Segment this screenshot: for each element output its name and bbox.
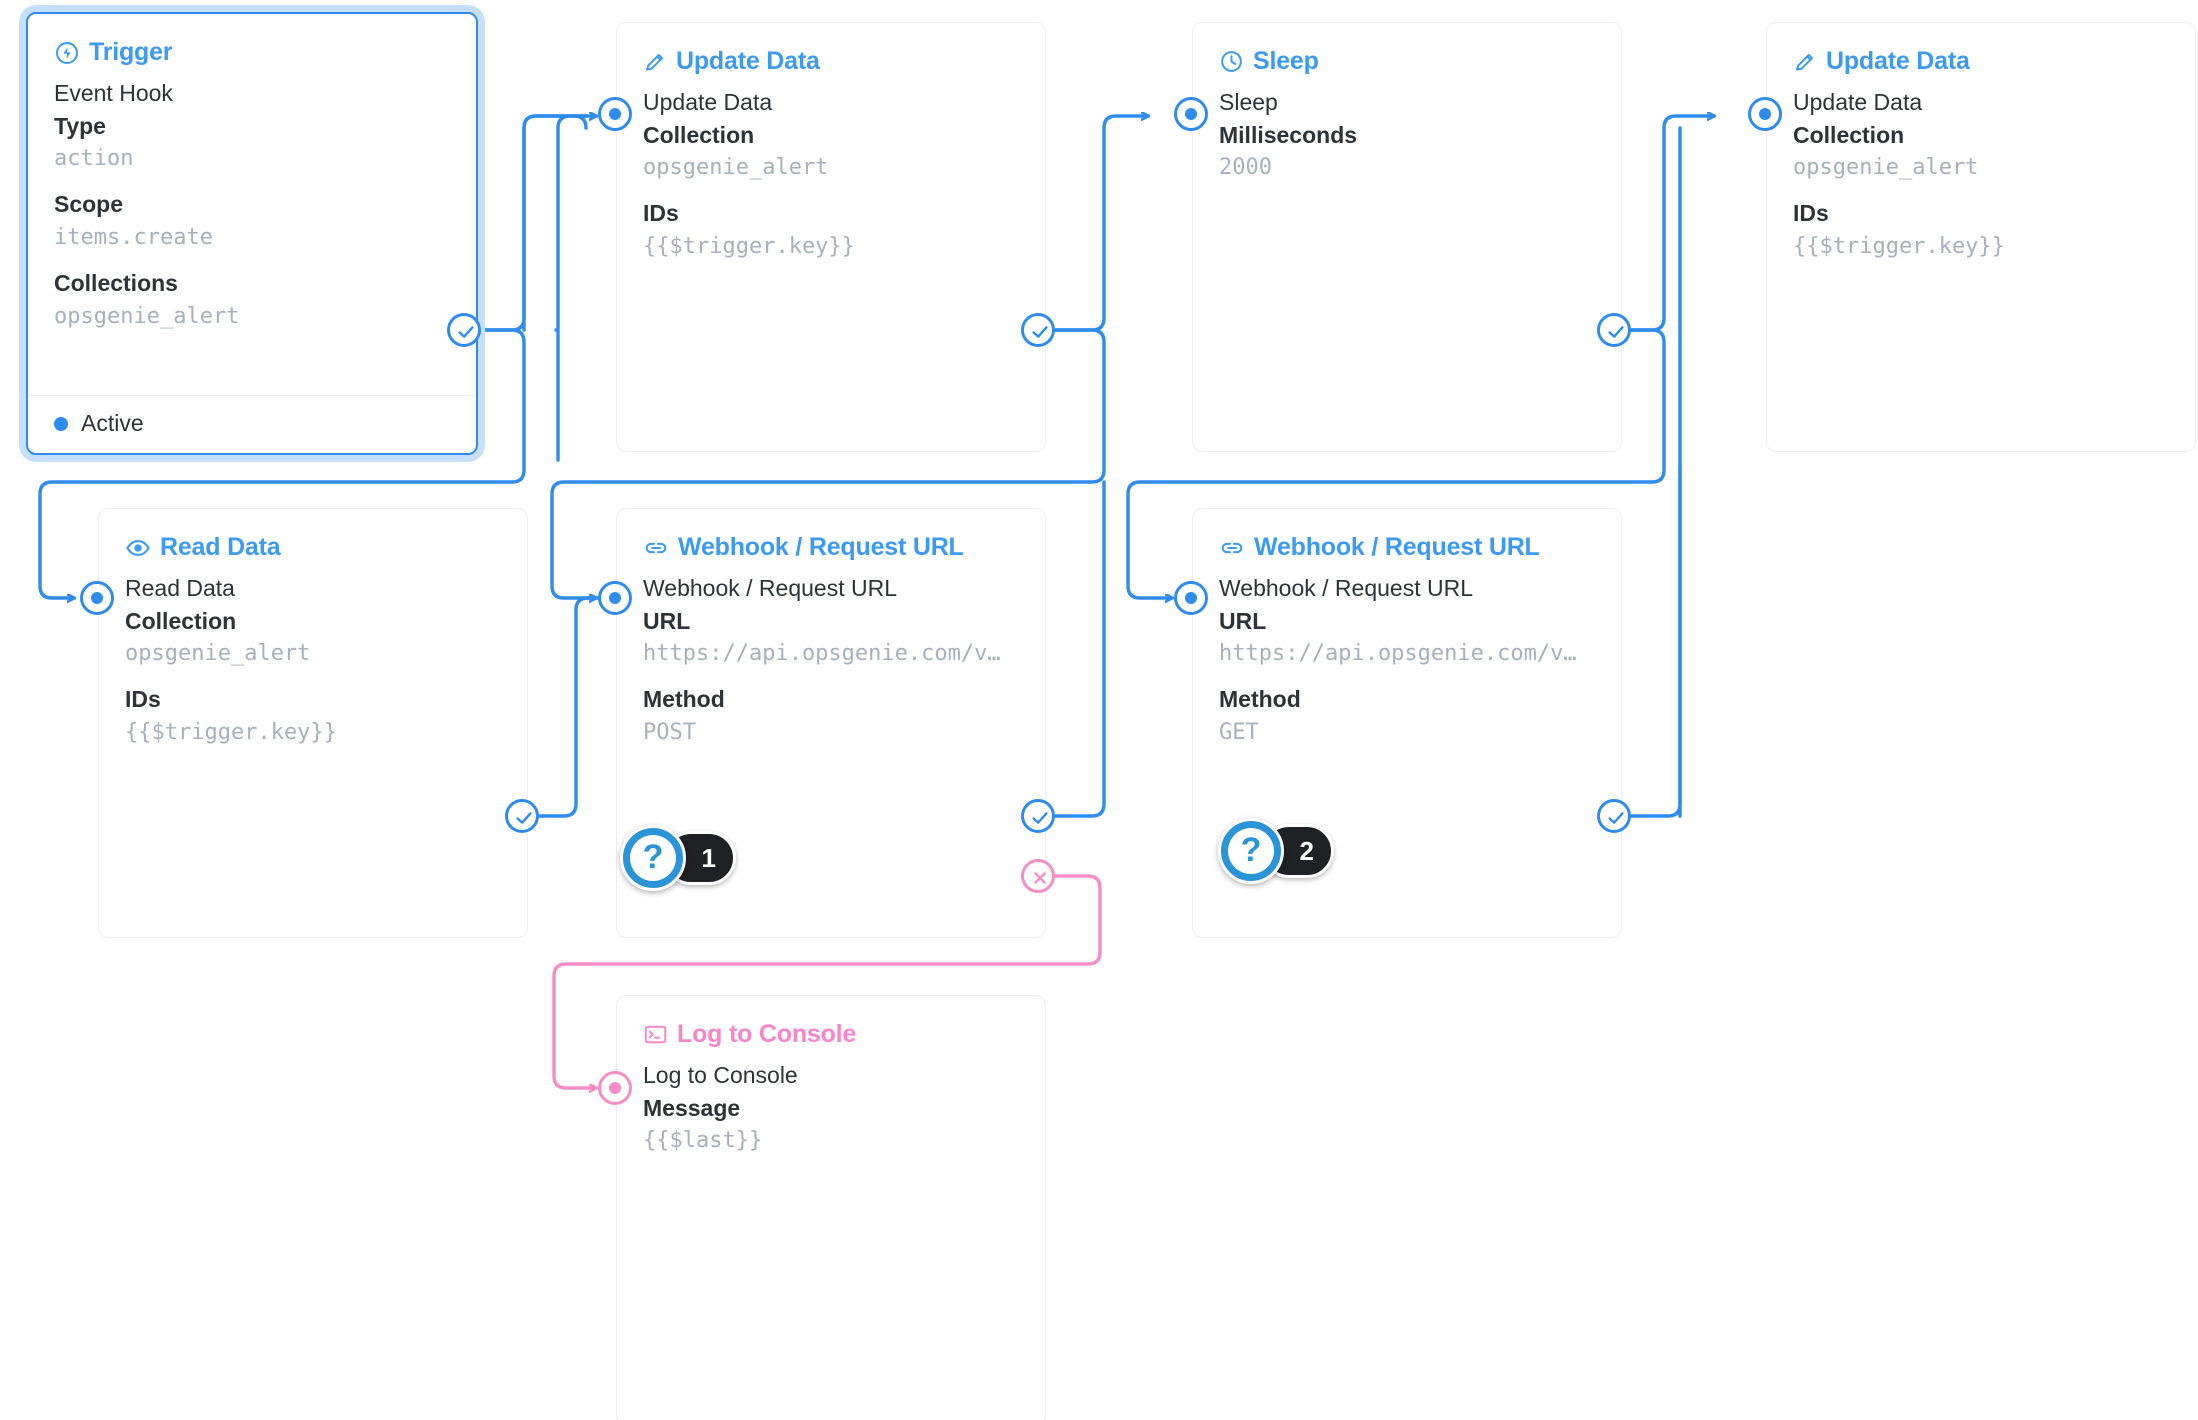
card-update-data-right-title: Update Data: [1826, 47, 1970, 75]
webhook-get-url-label: URL: [1219, 607, 1267, 634]
read-ids-value: {{$trigger.key}}: [125, 719, 337, 745]
update-right-collection-value: opsgenie_alert: [1793, 155, 1979, 181]
webhook-post-method-label: Method: [643, 686, 725, 713]
help-badge-1-glyph: ?: [630, 835, 676, 881]
question-mark-icon[interactable]: ?: [620, 825, 686, 891]
card-log-to-console-title: Log to Console: [677, 1020, 857, 1048]
terminal-icon: [643, 1022, 668, 1047]
pencil-icon: [643, 50, 667, 74]
log-message-label: Message: [643, 1094, 741, 1121]
card-read-data-title: Read Data: [160, 533, 281, 561]
update-data-right-input-node[interactable]: [1748, 97, 1782, 131]
update-data-top-input-node[interactable]: [598, 97, 632, 131]
trigger-collections-label: Collections: [54, 269, 178, 296]
card-read-data-title-row: Read Data: [99, 509, 527, 562]
trigger-scope-label: Scope: [54, 191, 124, 218]
card-webhook-get-title: Webhook / Request URL: [1254, 533, 1540, 561]
update-top-ids-value: {{$trigger.key}}: [643, 233, 855, 259]
card-read-data[interactable]: Read Data Read Data Collection opsgenie_…: [98, 508, 528, 938]
trigger-event-hook: Event Hook: [54, 80, 173, 106]
help-badge-2-glyph: ?: [1228, 828, 1274, 874]
read-data-resolve-node[interactable]: [505, 799, 539, 833]
card-trigger-title-row: Trigger: [28, 14, 476, 67]
trigger-scope-value: items.create: [54, 224, 213, 250]
pencil-icon: [1793, 50, 1817, 74]
link-icon: [643, 535, 669, 561]
sleep-head: Sleep: [1219, 89, 1278, 115]
bolt-circle-icon: [54, 40, 80, 66]
card-update-data-top-title: Update Data: [676, 47, 820, 75]
webhook-post-url-label: URL: [643, 607, 691, 634]
card-log-to-console-title-row: Log to Console: [617, 996, 1045, 1049]
webhook-get-method-value: GET: [1219, 719, 1259, 745]
trigger-type-value: action: [54, 146, 134, 172]
webhook-post-method-value: POST: [643, 719, 696, 745]
trigger-status-row: Active: [28, 395, 476, 453]
card-sleep-title-row: Sleep: [1193, 23, 1621, 76]
status-badge: Active: [81, 410, 144, 436]
card-update-data-right-body: Update Data Collection opsgenie_alert ID…: [1767, 76, 2195, 263]
update-top-collection-value: opsgenie_alert: [643, 155, 829, 181]
card-webhook-post-title-row: Webhook / Request URL: [617, 509, 1045, 562]
card-sleep-body: Sleep Milliseconds 2000: [1193, 76, 1621, 184]
card-sleep-title: Sleep: [1253, 47, 1319, 75]
webhook-post-resolve-node[interactable]: [1021, 799, 1055, 833]
update-right-head: Update Data: [1793, 89, 1923, 115]
update-right-ids-label: IDs: [1793, 200, 1829, 227]
trigger-type-label: Type: [54, 112, 106, 139]
card-trigger[interactable]: Trigger Event Hook Type action Scope ite…: [26, 12, 478, 455]
webhook-post-reject-node[interactable]: [1021, 859, 1055, 893]
card-update-data-top[interactable]: Update Data Update Data Collection opsge…: [616, 22, 1046, 452]
card-sleep[interactable]: Sleep Sleep Milliseconds 2000: [1192, 22, 1622, 452]
card-update-data-right[interactable]: Update Data Update Data Collection opsge…: [1766, 22, 2196, 452]
sleep-resolve-node[interactable]: [1597, 313, 1631, 347]
webhook-get-head: Webhook / Request URL: [1219, 575, 1473, 601]
update-right-ids-value: {{$trigger.key}}: [1793, 233, 2005, 259]
log-message-value: {{$last}}: [643, 1128, 763, 1154]
card-update-data-right-title-row: Update Data: [1767, 23, 2195, 76]
update-top-head: Update Data: [643, 89, 773, 115]
update-top-ids-label: IDs: [643, 200, 679, 227]
card-read-data-body: Read Data Collection opsgenie_alert IDs …: [99, 562, 527, 749]
card-webhook-post-title: Webhook / Request URL: [678, 533, 964, 561]
eye-icon: [125, 535, 151, 561]
webhook-post-url-value: https://api.opsgenie.com/v…: [643, 641, 1001, 667]
clock-icon: [1219, 49, 1244, 74]
sleep-ms-label: Milliseconds: [1219, 121, 1358, 148]
read-collection-value: opsgenie_alert: [125, 641, 311, 667]
read-data-input-node[interactable]: [80, 581, 114, 615]
log-head: Log to Console: [643, 1062, 798, 1088]
webhook-get-input-node[interactable]: [1174, 581, 1208, 615]
log-to-console-input-node[interactable]: [598, 1071, 632, 1105]
webhook-get-method-label: Method: [1219, 686, 1301, 713]
link-icon: [1219, 535, 1245, 561]
help-badge-2[interactable]: 2 ?: [1218, 818, 1334, 884]
sleep-ms-value: 2000: [1219, 155, 1272, 181]
trigger-resolve-node[interactable]: [447, 313, 481, 347]
card-webhook-post-body: Webhook / Request URL URL https://api.op…: [617, 562, 1045, 749]
card-webhook-get-title-row: Webhook / Request URL: [1193, 509, 1621, 562]
read-head: Read Data: [125, 575, 235, 601]
card-trigger-body: Event Hook Type action Scope items.creat…: [28, 67, 476, 333]
question-mark-icon[interactable]: ?: [1218, 818, 1284, 884]
update-top-collection-label: Collection: [643, 121, 755, 148]
card-trigger-title: Trigger: [89, 38, 173, 66]
help-badge-1[interactable]: 1 ?: [620, 825, 736, 891]
card-log-to-console-body: Log to Console Message {{$last}}: [617, 1049, 1045, 1157]
webhook-post-head: Webhook / Request URL: [643, 575, 897, 601]
trigger-collections-value: opsgenie_alert: [54, 303, 240, 329]
read-collection-label: Collection: [125, 607, 237, 634]
card-log-to-console[interactable]: Log to Console Log to Console Message {{…: [616, 995, 1046, 1420]
sleep-input-node[interactable]: [1174, 97, 1208, 131]
card-update-data-top-title-row: Update Data: [617, 23, 1045, 76]
update-data-top-resolve-node[interactable]: [1021, 313, 1055, 347]
webhook-post-input-node[interactable]: [598, 581, 632, 615]
status-dot-icon: [54, 416, 68, 431]
card-webhook-get-body: Webhook / Request URL URL https://api.op…: [1193, 562, 1621, 749]
read-ids-label: IDs: [125, 686, 161, 713]
webhook-get-url-value: https://api.opsgenie.com/v…: [1219, 641, 1577, 667]
webhook-get-resolve-node[interactable]: [1597, 799, 1631, 833]
card-update-data-top-body: Update Data Collection opsgenie_alert ID…: [617, 76, 1045, 263]
update-right-collection-label: Collection: [1793, 121, 1905, 148]
